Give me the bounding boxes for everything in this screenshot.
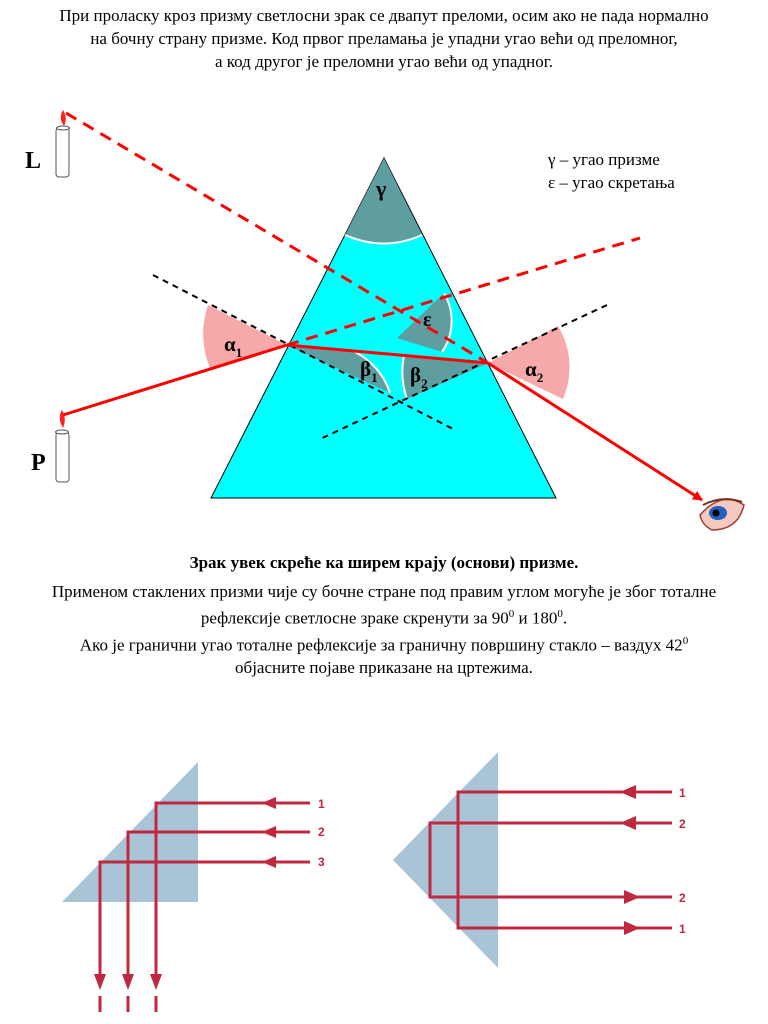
description-line-2-post: . [562, 608, 568, 628]
description-line-2-mid: и 180 [514, 608, 558, 628]
intro-line-2: на бочну страну призме. Код првог прелам… [90, 29, 678, 48]
left-ray-label-1: 1 [318, 797, 325, 811]
beta2-subscript: 2 [421, 376, 428, 391]
eye-icon [699, 498, 745, 531]
left-arrow-2-icon [262, 826, 276, 838]
left-ray-1 [154, 801, 310, 985]
gamma-angle-sector [345, 158, 422, 244]
gamma-arc [344, 234, 423, 245]
right-reflection-prism: 1 2 2 1 [393, 752, 686, 968]
beta2-symbol: β [410, 363, 421, 387]
right-ray-label-1-out: 1 [679, 922, 686, 936]
right-ray-2 [428, 821, 672, 899]
right-glass-prism [393, 752, 498, 968]
description-line-2: рефлексије светлосне зраке скренути за 9… [0, 603, 768, 630]
alpha1-label: α1 [224, 332, 242, 360]
prism [210, 156, 557, 499]
alpha2-subscript: 2 [537, 370, 544, 385]
left-reflection-prism: 1 2 3 [62, 762, 325, 1012]
description-line-3-pre: Ако је гранични угао тоталне рефлексије … [79, 635, 683, 655]
alpha1-symbol: α [224, 332, 236, 356]
beta1-subscript: 1 [371, 370, 378, 385]
description-line-4: објасните појаве приказане на цртежима. [235, 658, 533, 678]
left-ray-label-2: 2 [318, 825, 325, 839]
description-line-2-sup1: 0 [508, 608, 515, 620]
candle-L-icon [55, 110, 70, 178]
beta2-arc [401, 354, 408, 400]
label-P: P [31, 450, 46, 476]
alpha2-angle-sector [488, 326, 570, 399]
candle-P-icon [55, 410, 70, 483]
alpha1-angle-sector [203, 305, 287, 368]
description-line-1: Применом стаклених призми чије су бочне … [51, 582, 717, 601]
description-line-3: Ако је гранични угао тоталне рефлексије … [0, 630, 768, 657]
beta1-label: β1 [360, 357, 378, 385]
right-ray-label-1-in: 1 [679, 786, 686, 800]
apparent-source-line [65, 111, 489, 365]
epsilon-angle-sector [397, 293, 452, 352]
epsilon-label: ε [423, 309, 432, 331]
alpha1-subscript: 1 [236, 345, 243, 360]
legend-epsilon: ε – угао скретања [548, 173, 675, 192]
right-arrow-out-1-icon [624, 921, 640, 935]
rule-text: Зрак увек скреће ка ширем крају (основи)… [189, 553, 579, 572]
legend-gamma: γ – угао призме [547, 150, 660, 169]
intro-line-1: При проласку кроз призму светлосни зрак … [59, 6, 709, 25]
label-L: L [25, 148, 41, 174]
left-down-arrow-2-icon [122, 974, 134, 990]
refracted-ray [286, 343, 489, 365]
right-arrow-out-2-icon [624, 890, 640, 904]
left-arrow-1-icon [262, 797, 276, 809]
gamma-label: γ [375, 176, 386, 201]
normal-line-right [317, 304, 608, 441]
alpha2-symbol: α [525, 357, 537, 381]
intro-paragraph: При проласку кроз призму светлосни зрак … [0, 4, 768, 73]
right-ray-label-2-in: 2 [679, 817, 686, 831]
description-line-3-sup: 0 [682, 634, 689, 647]
left-ray-3 [98, 860, 310, 985]
incident-ray [62, 343, 288, 417]
right-ray-1 [456, 790, 672, 930]
alpha2-label: α2 [525, 357, 543, 385]
epsilon-arc [441, 292, 453, 353]
normal-line-left [152, 274, 456, 431]
right-ray-label-2-out: 2 [679, 891, 686, 905]
description-paragraph: Применом стаклених призми чије су бочне … [0, 580, 768, 679]
beta1-symbol: β [360, 357, 371, 381]
incident-ray-extension [286, 236, 641, 347]
emergent-ray [487, 361, 703, 502]
description-line-2-pre: рефлексије светлосне зраке скренути за 9… [200, 608, 509, 628]
left-arrow-3-icon [262, 856, 276, 868]
left-down-arrow-1-icon [150, 974, 162, 990]
beta2-angle-sector [402, 355, 488, 399]
description-line-2-sup2: 0 [557, 608, 563, 620]
right-arrow-in-1-icon [620, 785, 636, 799]
right-arrow-in-2-icon [620, 816, 636, 830]
left-ray-2 [126, 830, 310, 985]
left-down-arrow-3-icon [94, 974, 106, 990]
prism-diagram: L P γ ε α1 α2 β1 β2 γ – угао призме ε – … [25, 110, 745, 531]
left-ray-label-3: 3 [318, 855, 325, 869]
intro-line-3: а код другог је преломни угао већи од уп… [214, 52, 554, 71]
beta2-label: β2 [410, 363, 428, 391]
beta1-arc [354, 351, 391, 394]
